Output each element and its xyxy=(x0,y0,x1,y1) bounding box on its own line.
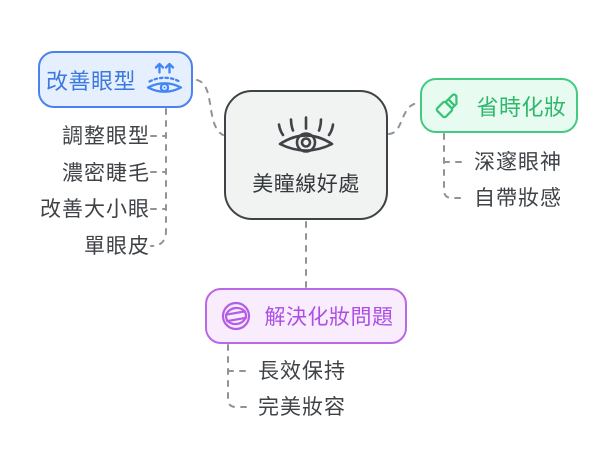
branch-node-solve-makeup-problems[interactable]: 解決化妝問題 xyxy=(205,288,407,344)
branch-node-improve-eye-shape[interactable]: 改善眼型 xyxy=(38,51,193,108)
connector-solve-spine xyxy=(227,344,247,408)
connector-center-to-timesave xyxy=(388,102,419,135)
lipstick-icon xyxy=(436,92,459,118)
compact-icon xyxy=(221,301,250,331)
connector-improve-spine xyxy=(150,108,167,247)
leaf-item: 深邃眼神 xyxy=(474,150,562,174)
leaf-item: 單眼皮 xyxy=(84,234,150,258)
connector-improve-to-center xyxy=(196,79,224,136)
leaf-item: 調整眼型 xyxy=(62,124,150,148)
center-node[interactable]: 美瞳線好處 xyxy=(224,90,388,220)
branch-improve-label: 改善眼型 xyxy=(45,69,136,95)
leaf-item: 完美妝容 xyxy=(258,395,346,419)
leaf-item: 長效保持 xyxy=(258,359,346,383)
eye-icon xyxy=(277,116,335,153)
leaf-item: 自帶妝感 xyxy=(474,186,562,210)
branch-solve-label: 解決化妝問題 xyxy=(264,305,394,329)
leaf-item: 改善大小眼 xyxy=(40,197,150,221)
eyelid-lift-icon xyxy=(146,62,183,93)
center-node-label: 美瞳線好處 xyxy=(252,172,360,196)
branch-timesave-label: 省時化妝 xyxy=(476,95,567,121)
branch-node-time-saving-makeup[interactable]: 省時化妝 xyxy=(420,78,578,133)
leaf-item: 濃密睫毛 xyxy=(62,161,150,185)
connector-timesave-spine xyxy=(443,133,462,199)
